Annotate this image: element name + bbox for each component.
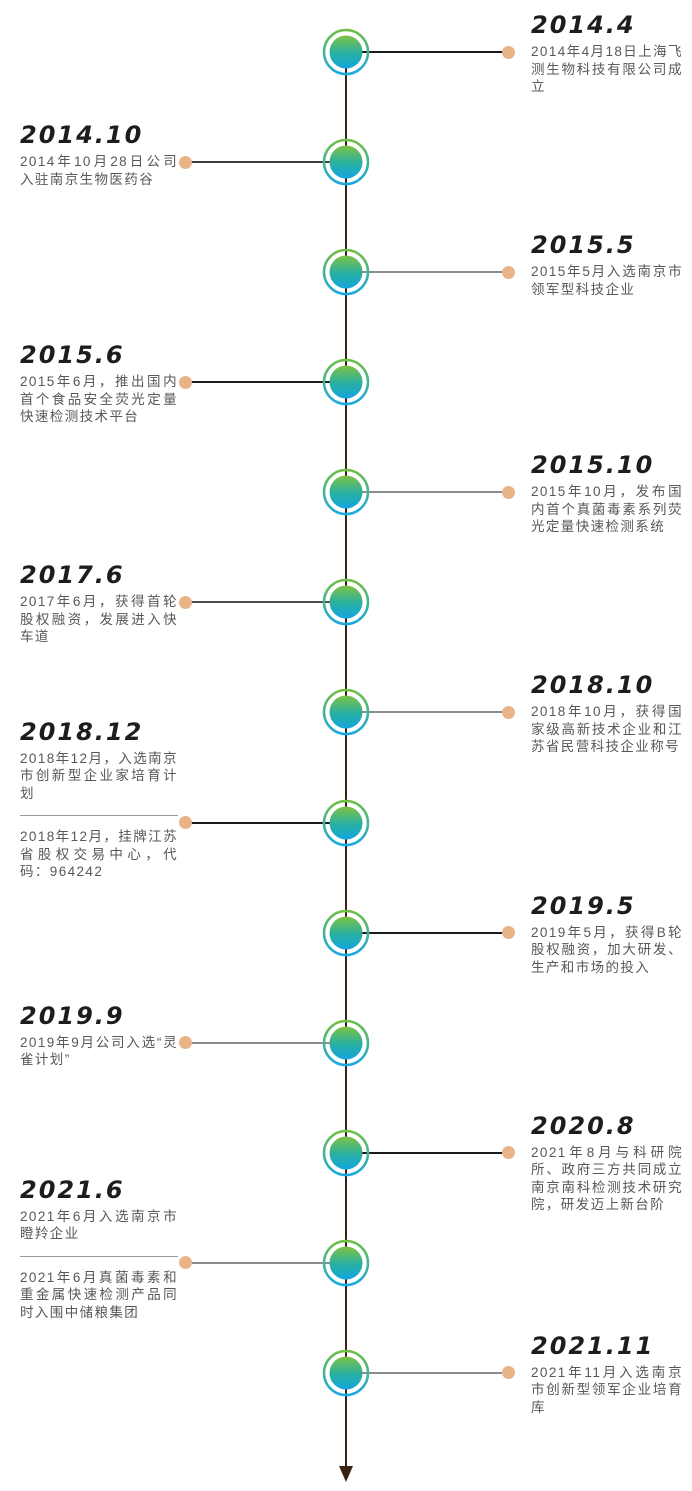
milestone-node-icon [321, 247, 371, 297]
timeline-item: 2021.11 2021年11月入选南京市创新型领军企业培育库 [531, 1333, 683, 1417]
milestone-text: 2015年10月，发布国内首个真菌毒素系列荧光定量快速检测系统 [531, 484, 683, 535]
connector-dot [501, 485, 515, 499]
connector-dot [178, 1256, 192, 1270]
milestone-date: 2019.9 [20, 1001, 125, 1030]
timeline-item: 2019.9 2019年9月公司入选“灵雀计划” [20, 1003, 178, 1069]
connector-line [185, 821, 346, 824]
milestone-date: 2014.10 [20, 121, 144, 150]
connector-dot [178, 375, 192, 389]
connector-dot [501, 1366, 515, 1380]
connector-line [346, 931, 508, 934]
milestone-node-icon [321, 1018, 371, 1068]
timeline-axis [345, 52, 347, 1468]
milestone-text: 2018年12月，挂牌江苏省股权交易中心，代码：964242 [20, 829, 178, 880]
connector-line [185, 1041, 346, 1044]
milestone-date: 2019.5 [531, 891, 636, 920]
milestone-date: 2017.6 [20, 561, 125, 590]
milestone-date: 2021.6 [20, 1175, 125, 1204]
paragraph-divider [20, 1255, 178, 1257]
milestone-node-icon [321, 798, 371, 848]
milestone-text: 2018年10月，获得国家级高新技术企业和江苏省民营科技企业称号 [531, 704, 683, 755]
milestone-date: 2018.10 [531, 671, 655, 700]
connector-line [346, 711, 508, 714]
timeline-item: 2015.6 2015年6月，推出国内首个食品安全荧光定量快速检测技术平台 [20, 342, 178, 426]
milestone-node-icon [321, 467, 371, 517]
milestone-node-icon [321, 357, 371, 407]
connector-line [185, 601, 346, 604]
connector-dot [178, 595, 192, 609]
milestone-date: 2014.4 [531, 11, 636, 39]
connector-dot [501, 45, 515, 59]
milestone-text: 2021年6月真菌毒素和重金属快速检测产品同时入围中储粮集团 [20, 1269, 178, 1320]
milestone-date: 2021.11 [531, 1331, 655, 1360]
connector-dot [501, 705, 515, 719]
milestone-text: 2017年6月，获得首轮股权融资，发展进入快车道 [20, 594, 178, 645]
milestone-node-icon [321, 27, 371, 77]
connector-line [185, 161, 346, 164]
connector-line [346, 51, 508, 53]
milestone-text: 2015年5月入选南京市领军型科技企业 [531, 264, 683, 297]
timeline-item: 2015.10 2015年10月，发布国内首个真菌毒素系列荧光定量快速检测系统 [531, 452, 683, 536]
arrow-down-icon [339, 1466, 353, 1482]
timeline-item: 2018.12 2018年12月，入选南京市创新型企业家培育计划 2018年12月… [20, 719, 178, 881]
milestone-text: 2021年6月入选南京市瞪羚企业 [20, 1208, 178, 1242]
milestone-date: 2015.5 [531, 231, 636, 260]
timeline-item: 2014.10 2014年10月28日公司入驻南京生物医药谷 [20, 122, 178, 188]
milestone-text: 2019年5月，获得B轮股权融资，加大研发、生产和市场的投入 [531, 924, 683, 975]
milestone-text: 2021年11月入选南京市创新型领军企业培育库 [531, 1364, 683, 1415]
connector-line [346, 1371, 508, 1374]
connector-dot [178, 816, 192, 830]
timeline-item: 2019.5 2019年5月，获得B轮股权融资，加大研发、生产和市场的投入 [531, 893, 683, 977]
connector-dot [501, 265, 515, 279]
milestone-node-icon [321, 1348, 371, 1398]
timeline-item: 2014.4 2014年4月18日上海飞测生物科技有限公司成立 [531, 12, 683, 96]
milestone-date: 2018.12 [20, 717, 144, 746]
timeline-item: 2020.8 2021年8月与科研院所、政府三方共同成立南京南科检测技术研究院，… [531, 1113, 683, 1214]
milestone-text: 2021年8月与科研院所、政府三方共同成立南京南科检测技术研究院，研发迈上新台阶 [531, 1144, 683, 1213]
milestone-node-icon [321, 577, 371, 627]
connector-line [346, 491, 508, 494]
connector-dot [178, 155, 192, 169]
timeline-item: 2017.6 2017年6月，获得首轮股权融资，发展进入快车道 [20, 562, 178, 646]
milestone-node-icon [321, 687, 371, 737]
milestone-text: 2015年6月，推出国内首个食品安全荧光定量快速检测技术平台 [20, 374, 178, 425]
connector-line [346, 271, 508, 274]
timeline-item: 2018.10 2018年10月，获得国家级高新技术企业和江苏省民营科技企业称号 [531, 672, 683, 756]
milestone-date: 2020.8 [531, 1111, 636, 1140]
connector-line [346, 1151, 508, 1154]
connector-dot [501, 926, 515, 940]
timeline-item: 2015.5 2015年5月入选南京市领军型科技企业 [531, 232, 683, 298]
milestone-node-icon [321, 1128, 371, 1178]
milestone-date: 2015.10 [531, 451, 655, 480]
milestone-text: 2018年12月，入选南京市创新型企业家培育计划 [20, 750, 178, 801]
milestone-node-icon [321, 137, 371, 187]
milestone-node-icon [321, 1238, 371, 1288]
connector-line [185, 1261, 346, 1264]
milestone-node-icon [321, 908, 371, 958]
connector-line [185, 381, 346, 384]
timeline-item: 2021.6 2021年6月入选南京市瞪羚企业 2021年6月真菌毒素和重金属快速… [20, 1177, 178, 1322]
connector-dot [501, 1146, 515, 1160]
paragraph-divider [20, 815, 178, 817]
connector-dot [178, 1036, 192, 1050]
milestone-text: 2014年4月18日上海飞测生物科技有限公司成立 [531, 44, 683, 94]
milestone-text: 2014年10月28日公司入驻南京生物医药谷 [20, 154, 178, 187]
milestone-date: 2015.6 [20, 341, 125, 370]
milestone-text: 2019年9月公司入选“灵雀计划” [20, 1034, 178, 1068]
